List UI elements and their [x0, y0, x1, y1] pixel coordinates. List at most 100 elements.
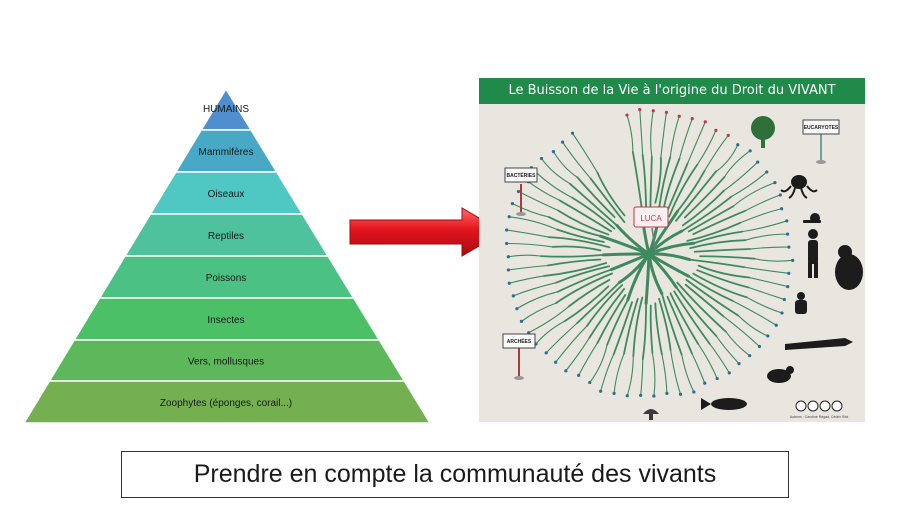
caption-text: Prendre en compte la communauté des viva… [193, 460, 717, 488]
tree-branch [571, 196, 616, 230]
branch-tip [785, 219, 789, 223]
branch-tip [715, 376, 719, 381]
branch-tip [639, 393, 643, 398]
tree-branch [732, 300, 777, 326]
tree-branch [658, 156, 672, 208]
branch-tip [692, 390, 696, 394]
tree-branch [668, 163, 699, 218]
branch-tip [678, 392, 683, 396]
tree-branch [741, 220, 788, 233]
branch-tip [638, 108, 642, 112]
tree-branch [649, 155, 653, 207]
tree-branch [543, 262, 608, 277]
branch-tip [516, 189, 521, 194]
tree-branch [737, 314, 769, 337]
tree-branch [696, 269, 750, 289]
tree-branch [508, 275, 545, 284]
branch-tip [664, 110, 669, 115]
tree-branch [530, 167, 573, 199]
branch-tip [651, 109, 655, 113]
tree-branch [632, 296, 644, 358]
branch-tip [787, 245, 791, 249]
branch-tip [780, 207, 784, 211]
tree-branch [689, 239, 747, 249]
tree-branch [563, 285, 610, 323]
tree-branch [709, 343, 730, 374]
tree-branch [666, 295, 693, 355]
tree-branch [743, 266, 790, 274]
tree-branch [685, 278, 739, 317]
branch-tip [570, 131, 575, 135]
tree-branch [578, 342, 598, 376]
tree-branch [697, 264, 751, 279]
tree-branch [639, 109, 644, 156]
tree-branch [647, 252, 678, 289]
tree-branch [557, 209, 610, 236]
branch-tip [727, 371, 731, 375]
branch-tip [774, 323, 778, 327]
tree-branch [676, 170, 706, 213]
pyramid-tier-label: Zoophytes (éponges, corail...) [160, 398, 292, 409]
tree-branch [647, 252, 692, 262]
tree-branch [599, 234, 651, 256]
tree-branch [675, 286, 718, 337]
tree-branch [699, 255, 756, 260]
pyramid-tier-label: Vers, mollusques [188, 357, 264, 368]
tree-branch [651, 352, 656, 397]
octopus-icon [780, 175, 818, 199]
branch-tip [612, 391, 616, 395]
pyramid-tier-label: Mammifères [198, 147, 253, 158]
tree-branch [739, 208, 783, 224]
bird-icon [767, 366, 794, 383]
tree-branch [512, 282, 557, 297]
branch-tip [737, 362, 741, 366]
tree-branch [588, 288, 626, 339]
tree-branch [613, 353, 625, 394]
branch-tip [507, 215, 511, 219]
tree-branch [562, 141, 592, 180]
sign-luca: LUCA [633, 206, 669, 255]
tree-branch [589, 177, 626, 224]
tree-branch [540, 157, 571, 185]
tree-branch [669, 115, 680, 158]
tree-branch [754, 258, 794, 262]
branch-tip [544, 351, 548, 355]
branch-tip [791, 258, 795, 262]
branch-tip [748, 354, 752, 358]
branch-tip [757, 344, 762, 349]
tree-branch [669, 292, 700, 345]
tree-branch [520, 302, 557, 322]
tree-branch [644, 252, 651, 305]
tree-branch [528, 305, 570, 334]
tree-branch [678, 118, 693, 160]
branch-tip [782, 297, 786, 302]
branch-tip [736, 143, 740, 147]
by-icon [807, 400, 819, 412]
branch-tip [515, 307, 519, 311]
pyramid-tier-label: Oiseaux [208, 189, 245, 200]
tree-branch [568, 182, 618, 227]
tree-branch [654, 157, 662, 204]
tree-branch [691, 353, 706, 384]
tree-branch [692, 230, 744, 245]
branch-tip [785, 232, 790, 236]
tree-branch [551, 245, 602, 252]
tree-branch [586, 284, 624, 327]
pyramid-tier [22, 380, 432, 424]
tree-branch [600, 353, 615, 392]
tree-branch [556, 268, 613, 293]
svg-text:ARCHÉES: ARCHÉES [507, 337, 532, 345]
tree-branch [686, 222, 741, 242]
branch-tip [560, 140, 565, 144]
branch-tip [786, 284, 790, 289]
tree-of-life-image: Le Buisson de la Vie à l'origine du Droi… [479, 78, 865, 422]
tree-branch [623, 298, 639, 355]
tree-branch [715, 144, 739, 173]
tree-branch [676, 281, 727, 333]
gorilla-icon [835, 245, 863, 290]
branch-tip [703, 120, 707, 124]
cc-icon [795, 400, 807, 412]
caption-box: Prendre en compte la communauté des viva… [121, 451, 789, 498]
tree-branch [552, 151, 579, 178]
branch-tip [780, 311, 784, 315]
